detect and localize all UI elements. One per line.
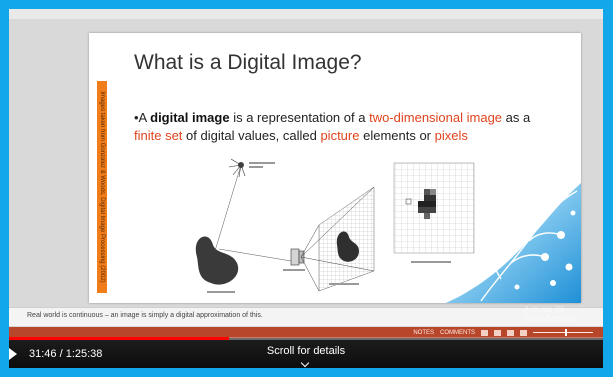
presentation-editor: Images taken from Gonzalez & Woods, Digi… xyxy=(9,19,603,334)
bullet-text-4: elements or xyxy=(359,128,435,143)
highlight-pixels: pixels xyxy=(434,128,468,143)
slide-title: What is a Digital Image? xyxy=(134,51,362,74)
slide[interactable]: Images taken from Gonzalez & Woods, Digi… xyxy=(89,33,581,303)
app-ribbon xyxy=(9,9,603,19)
notes-toggle[interactable]: NOTES xyxy=(413,329,434,336)
illumination-source-icon xyxy=(228,158,275,178)
video-progress-fill xyxy=(9,337,230,340)
slideshow-icon[interactable] xyxy=(520,329,527,336)
reading-view-icon[interactable] xyxy=(507,329,514,336)
image-acquisition-diagram xyxy=(195,158,475,293)
side-citation-bar: Images taken from Gonzalez & Woods, Digi… xyxy=(97,81,107,293)
windows-activation-watermark: Activate Wi Go to Settings xyxy=(524,305,575,323)
highlight-finite-set: finite set xyxy=(134,128,183,143)
watermark-line-1: Activate Wi xyxy=(524,305,565,314)
current-time: 31:46 xyxy=(29,348,57,360)
slide-bullet: •A digital image is a representation of … xyxy=(134,109,544,145)
image-plane xyxy=(300,186,375,292)
play-icon[interactable] xyxy=(9,348,17,360)
comments-toggle[interactable]: COMMENTS xyxy=(440,329,475,336)
speaker-notes-pane[interactable]: Real world is continuous – an image is s… xyxy=(9,307,603,326)
video-time: 31:46 / 1:25:38 xyxy=(29,348,102,360)
bullet-text-3: of digital values, called xyxy=(182,128,321,143)
floral-decoration-image xyxy=(445,183,581,303)
video-progress-bar[interactable] xyxy=(9,337,603,340)
side-citation-text: Images taken from Gonzalez & Woods, Digi… xyxy=(99,91,105,283)
screen: Images taken from Gonzalez & Woods, Digi… xyxy=(9,9,603,368)
duration: 1:25:38 xyxy=(65,348,103,360)
zoom-slider[interactable] xyxy=(533,329,593,336)
speaker-notes-text: Real world is continuous – an image is s… xyxy=(27,312,263,319)
output-digitized-image xyxy=(393,162,475,263)
bullet-text-2: as a xyxy=(502,110,531,125)
slide-sorter-icon[interactable] xyxy=(494,329,501,336)
bullet-text-1: is a representation of a xyxy=(229,110,370,125)
video-controls: 31:46 / 1:25:38 Scroll for details xyxy=(9,340,603,368)
scroll-for-details[interactable]: Scroll for details xyxy=(266,345,346,357)
bullet-prefix: •A xyxy=(134,110,151,125)
bullet-bold: digital image xyxy=(150,110,230,125)
normal-view-icon[interactable] xyxy=(481,329,488,336)
time-separator: / xyxy=(56,348,66,360)
highlight-picture: picture xyxy=(320,128,360,143)
chevron-down-icon[interactable] xyxy=(300,358,310,368)
status-controls: NOTES COMMENTS xyxy=(413,328,593,337)
app-status-bar: NOTES COMMENTS xyxy=(9,327,603,338)
scene-element-blob xyxy=(195,236,239,285)
highlight-two-dimensional-image: two-dimensional image xyxy=(369,110,503,125)
watermark-line-2: Go to Settings xyxy=(524,314,575,323)
